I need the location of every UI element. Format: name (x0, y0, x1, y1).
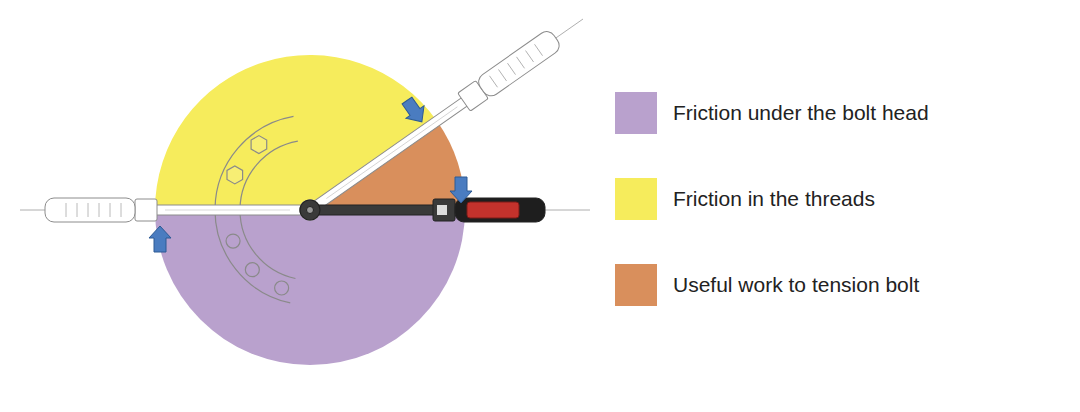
legend-swatch (615, 264, 657, 306)
grip-ridge (110, 203, 111, 217)
legend-label: Useful work to tension bolt (673, 273, 919, 297)
force-arrow (149, 226, 171, 252)
grip-ridge (535, 44, 543, 55)
wrench-shaft (155, 205, 302, 215)
wrench-handle (45, 198, 135, 222)
bolt-head (251, 136, 267, 154)
legend: Friction under the bolt headFriction in … (615, 92, 929, 350)
grip-ridge (507, 63, 515, 74)
force-arrow (450, 177, 472, 203)
ratchet-square (307, 207, 314, 214)
grip-ridge (88, 203, 89, 217)
wrench-window (437, 205, 447, 215)
shaft-line (326, 107, 457, 199)
ratchet-head (296, 196, 324, 224)
grip-ridge (498, 69, 506, 80)
bolt-hole (226, 234, 240, 248)
bolt-head (227, 166, 243, 184)
legend-swatch (615, 92, 657, 134)
bolt-hole (245, 263, 259, 277)
ratchet-square (307, 207, 314, 214)
force-arrow (398, 94, 431, 128)
legend-label: Friction in the threads (673, 187, 875, 211)
grip-ridge (99, 203, 100, 217)
grip-ridge (489, 76, 497, 87)
legend-swatch (615, 178, 657, 220)
wrench-shaft (318, 205, 435, 215)
wrench-collar (433, 199, 455, 221)
grip-ridge (526, 51, 534, 62)
wrench-handle (455, 198, 545, 222)
grip-ridge (77, 203, 78, 217)
torque-wrench (300, 198, 545, 222)
head-friction-sector (155, 210, 465, 365)
wrench-collar (135, 199, 157, 221)
shaft-line (165, 210, 290, 211)
axis-line (310, 19, 583, 210)
bolt-hole (275, 281, 289, 295)
wrench-handle (475, 28, 562, 99)
legend-row: Friction in the threads (615, 178, 929, 220)
legend-row: Friction under the bolt head (615, 92, 929, 134)
torque-wrench (45, 198, 320, 222)
ratchet-head (300, 200, 320, 220)
legend-label: Friction under the bolt head (673, 101, 929, 125)
ratchet-head (300, 200, 320, 220)
wrench-shaft (314, 97, 469, 210)
torque-wrench (295, 28, 563, 225)
force-arrows (149, 94, 472, 252)
grip-ridge (66, 203, 67, 217)
grip-ridge (517, 57, 525, 68)
torque-wrenches (45, 28, 563, 225)
wrench-grip (467, 202, 519, 218)
grip-ridge (121, 203, 122, 217)
legend-row: Useful work to tension bolt (615, 264, 929, 306)
work-sectors (155, 55, 465, 365)
